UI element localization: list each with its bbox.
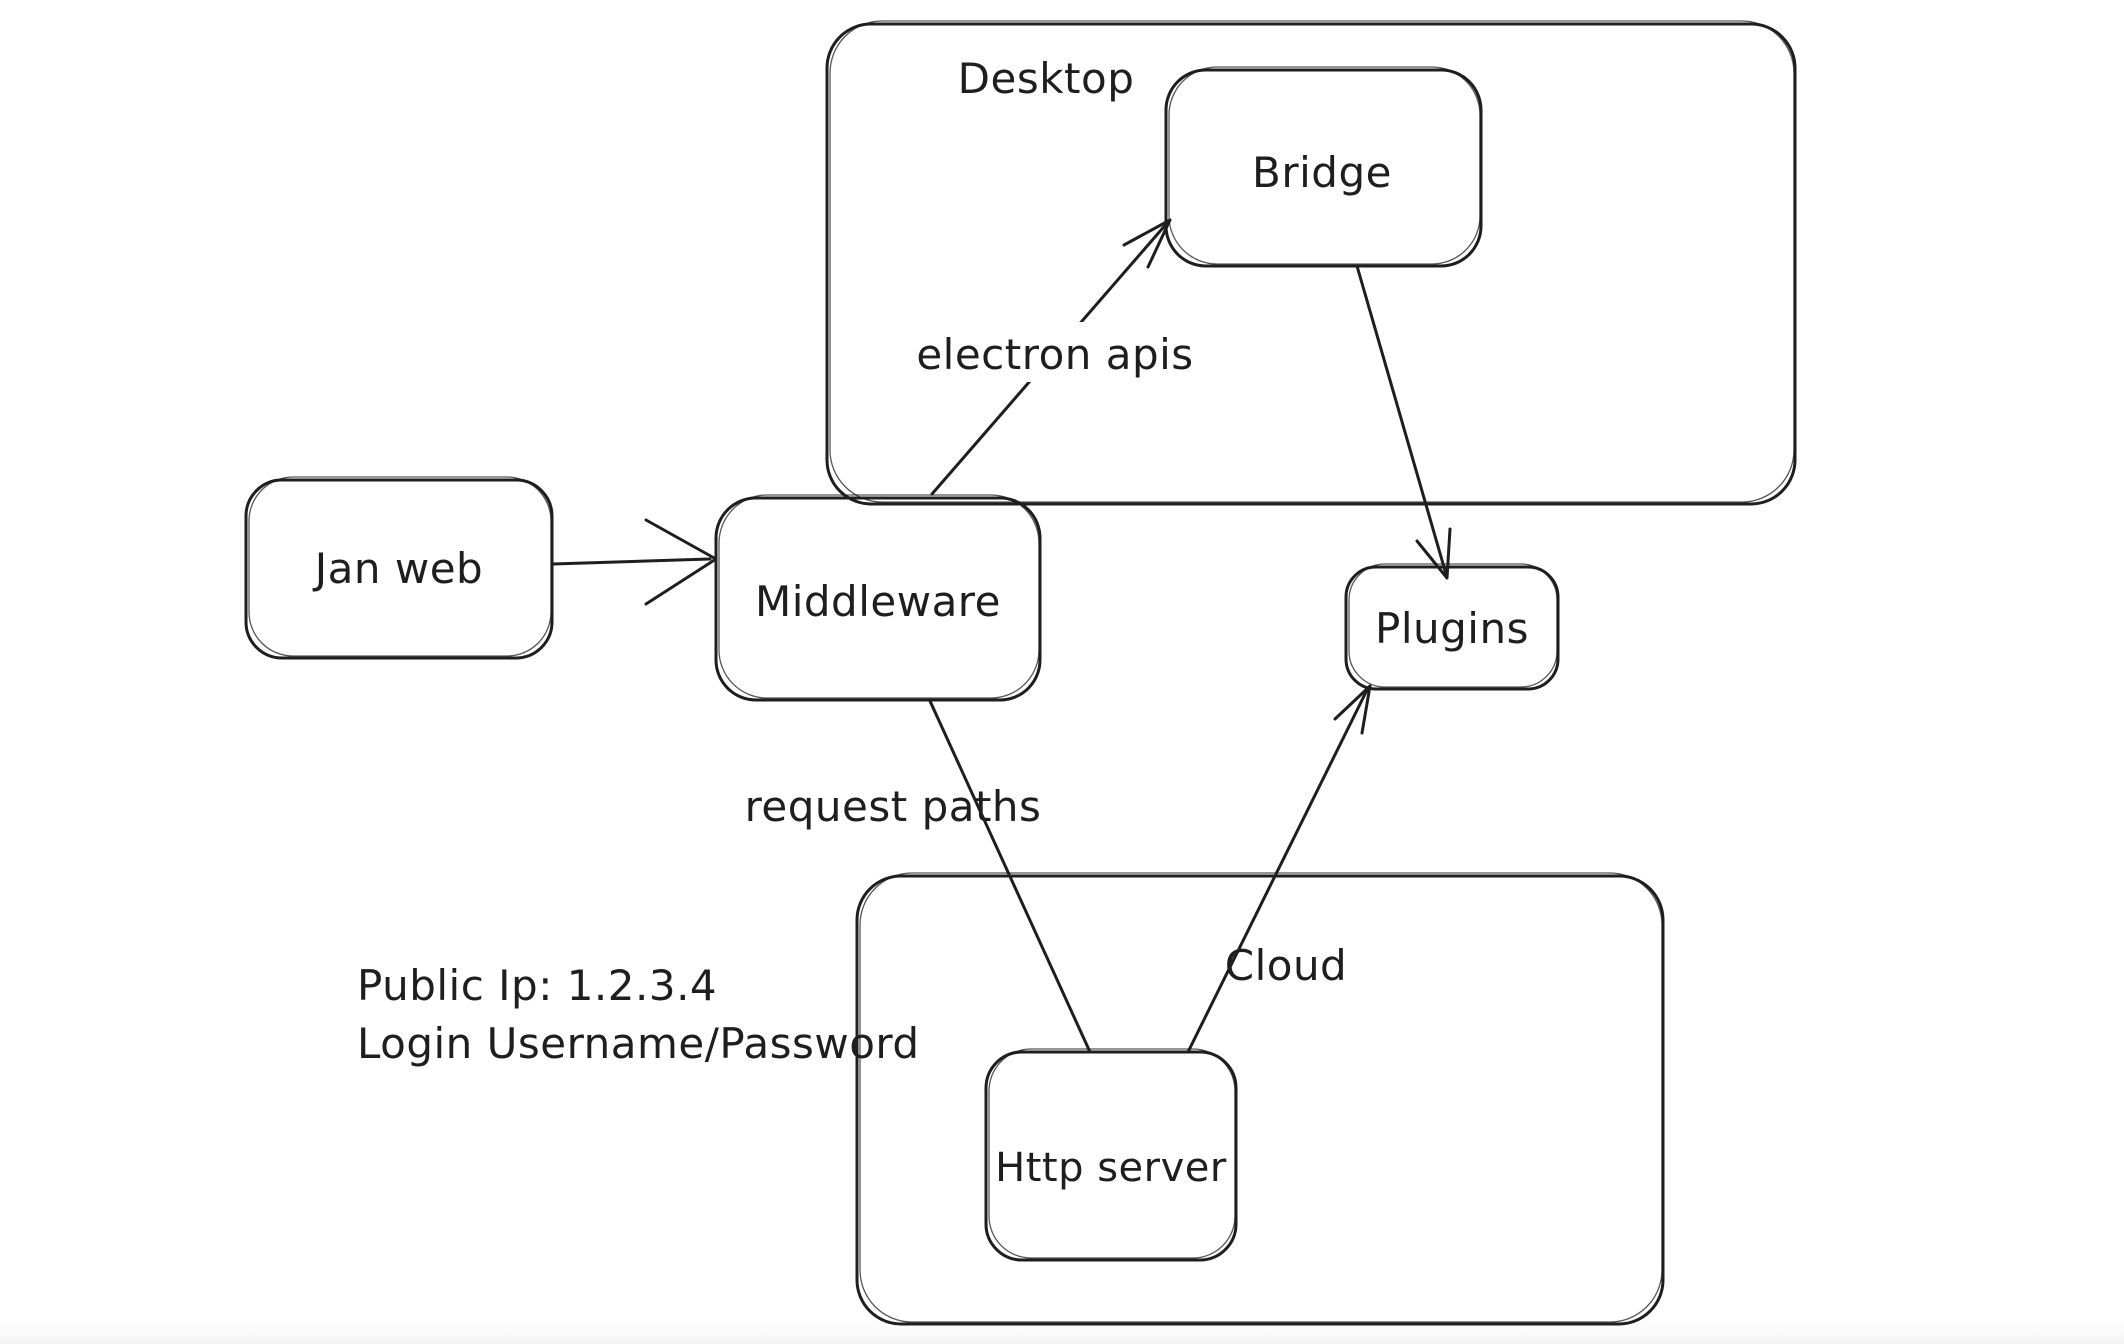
node-bridge[interactable]: Bridge [1164, 66, 1483, 268]
desktop-container-label[interactable]: Desktop [958, 54, 1135, 103]
http-server-box-sketch-stroke [988, 1048, 1236, 1259]
edge-httpserver-plugins-arrowhead[interactable] [1333, 684, 1372, 735]
edge-httpserver-to-plugins[interactable] [1186, 684, 1372, 1054]
edge-bridge-plugins-line[interactable] [1355, 264, 1448, 576]
cloud-container-label[interactable]: Cloud [1225, 941, 1347, 990]
plugins-label[interactable]: Plugins [1375, 604, 1529, 653]
node-jan-web[interactable]: Jan web [244, 476, 554, 660]
public-ip-note[interactable]: Public Ip: 1.2.3.4 Login Username/Passwo… [357, 961, 920, 1068]
http-server-label[interactable]: Http server [995, 1145, 1227, 1191]
bridge-label[interactable]: Bridge [1252, 148, 1392, 197]
edge-janweb-middleware-line[interactable] [551, 557, 712, 566]
edge-middleware-bridge-arrowhead[interactable] [1122, 218, 1172, 269]
bridge-box-sketch-stroke [1168, 66, 1481, 265]
edge-middleware-to-httpserver[interactable]: request paths [745, 699, 1092, 1054]
jan-web-box[interactable] [244, 478, 554, 660]
container-cloud[interactable]: Cloud [855, 872, 1665, 1326]
plugins-box[interactable] [1344, 565, 1560, 691]
desktop-container-box[interactable] [825, 22, 1797, 506]
node-middleware[interactable]: Middleware [714, 494, 1042, 702]
middleware-box[interactable] [714, 496, 1042, 702]
edge-middleware-httpserver-line[interactable] [928, 699, 1092, 1054]
node-http-server[interactable]: Http server [984, 1048, 1238, 1262]
middleware-label[interactable]: Middleware [755, 577, 1001, 626]
bridge-box[interactable] [1164, 68, 1483, 268]
edge-label-electron-apis[interactable]: electron apis [916, 330, 1193, 379]
middleware-box-sketch-stroke [718, 494, 1040, 699]
edge-bridge-plugins-arrowhead[interactable] [1415, 527, 1452, 580]
edge-janweb-to-middleware[interactable] [551, 518, 718, 606]
node-plugins[interactable]: Plugins [1344, 563, 1560, 691]
cloud-container-box-sketch-stroke [859, 872, 1663, 1323]
note-line-login[interactable]: Login Username/Password [357, 1019, 920, 1068]
edge-bridge-to-plugins[interactable] [1355, 264, 1452, 580]
edge-label-request-paths[interactable]: request paths [745, 782, 1042, 831]
jan-web-box-sketch-stroke [248, 476, 552, 657]
desktop-container-box-sketch-stroke [829, 20, 1795, 503]
container-desktop[interactable]: Desktop [825, 20, 1797, 506]
edge-middleware-to-bridge[interactable]: electron apis [916, 218, 1194, 496]
edge-httpserver-plugins-line[interactable] [1186, 686, 1370, 1054]
electron-apis-label-background [916, 322, 1194, 382]
plugins-box-sketch-stroke [1348, 563, 1558, 688]
jan-web-label[interactable]: Jan web [312, 544, 483, 593]
cloud-container-box[interactable] [855, 874, 1665, 1326]
note-line-public-ip[interactable]: Public Ip: 1.2.3.4 [357, 961, 717, 1010]
http-server-box[interactable] [984, 1050, 1238, 1262]
